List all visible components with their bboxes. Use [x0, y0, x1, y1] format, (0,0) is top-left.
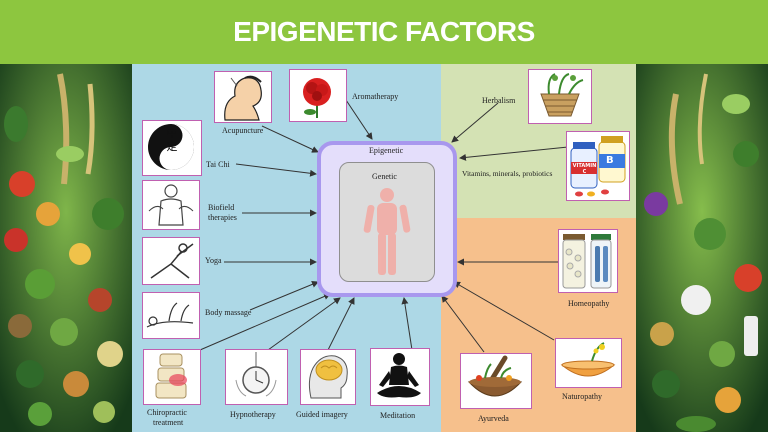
herbalism-label: Herbalism — [482, 96, 516, 105]
massage-card — [142, 292, 200, 339]
homeopathy-card — [558, 229, 618, 293]
biofield-card — [142, 180, 200, 230]
massage-label: Body massage — [205, 308, 252, 317]
vitamins-label: Vitamins, minerals, probiotics — [462, 169, 553, 178]
arrow-massage — [249, 281, 319, 311]
epigenetic-label: Epigenetic — [369, 146, 404, 155]
massage-icon — [146, 302, 194, 328]
left-food-image — [0, 64, 132, 432]
yin-yang-icon — [148, 124, 194, 170]
arrow-acupuncture — [261, 125, 319, 153]
pocket-watch-icon — [235, 352, 277, 397]
head-brain-icon — [308, 355, 348, 399]
taichi-characters: 中 定 — [166, 127, 178, 153]
biofield-label-line1: Biofield — [208, 203, 235, 212]
arrow-herbalism — [451, 102, 499, 143]
naturopathy-label: Naturopathy — [562, 392, 602, 401]
right-food-image — [636, 64, 768, 432]
rose-icon — [303, 78, 331, 118]
spine-icon — [155, 353, 187, 399]
homeopathy-label: Homeopathy — [568, 299, 610, 308]
ayurveda-label: Ayurveda — [478, 414, 509, 423]
chiropractic-label-line2: treatment — [153, 418, 184, 427]
arrow-chiropractic — [199, 293, 331, 351]
arrow-hypnotherapy — [267, 297, 341, 351]
ayurveda-card — [460, 353, 532, 409]
vitamin-bottles-icon — [570, 136, 626, 197]
vitamin-b-text: B — [606, 155, 614, 166]
taichi-card: 中 定 — [142, 120, 202, 176]
yoga-label: Yoga — [205, 256, 222, 265]
yoga-icon — [150, 243, 194, 279]
guided-imagery-card — [300, 349, 356, 405]
chiropractic-card — [143, 349, 201, 405]
chiropractic-label-line1: Chiropractic — [147, 408, 187, 417]
hypnotherapy-card — [225, 349, 288, 405]
human-body-icon — [363, 188, 411, 275]
meditation-icon — [377, 353, 421, 398]
biofield-icon — [148, 184, 194, 226]
acupuncture-label: Acupuncture — [222, 126, 264, 135]
herbalism-card — [528, 69, 592, 124]
meditation-label: Meditation — [380, 411, 416, 420]
herb-basket-icon — [540, 73, 584, 117]
taichi-label: Tai Chi — [206, 160, 230, 169]
naturopathy-card — [555, 338, 622, 388]
arrow-vitamins — [459, 146, 569, 161]
arrow-taichi — [235, 163, 317, 177]
hypnotherapy-label: Hypnotherapy — [230, 410, 276, 419]
aromatherapy-label: Aromatherapy — [352, 92, 399, 101]
mortar-pestle-icon — [467, 355, 523, 397]
guided-imagery-label: Guided imagery — [296, 410, 348, 419]
yoga-card — [142, 237, 200, 285]
arrow-ayurveda — [441, 295, 485, 353]
arrow-aromatherapy — [345, 99, 373, 140]
page-title: EPIGENETIC FACTORS — [233, 16, 535, 47]
naturopathy-bowl-icon — [560, 342, 616, 377]
header-banner: EPIGENETIC FACTORS — [0, 0, 768, 64]
acupuncture-card — [214, 71, 272, 123]
meditation-card — [370, 348, 430, 406]
arrow-guided-imagery — [327, 297, 355, 351]
genetic-label: Genetic — [372, 172, 397, 181]
homeopathy-jars-icon — [562, 234, 612, 289]
acupuncture-icon — [224, 75, 262, 121]
vitamins-card: VITAMIN C B — [566, 131, 630, 201]
arrow-naturopathy — [453, 281, 555, 341]
arrow-meditation — [401, 297, 413, 351]
vitamin-c-text: VITAMIN C — [572, 163, 597, 175]
aromatherapy-card — [289, 69, 347, 122]
biofield-label-line2: therapies — [208, 213, 237, 222]
